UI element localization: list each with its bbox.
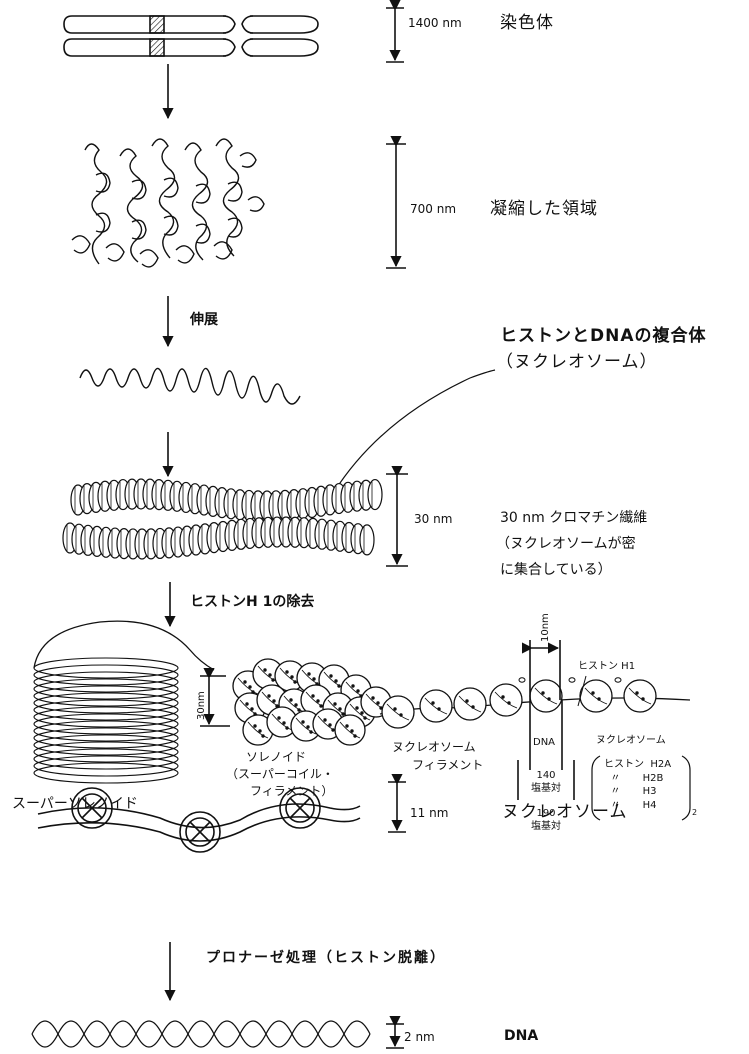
solenoid-label-line1: ソレノイド bbox=[246, 750, 307, 764]
fiber30-label-line1: 30 nm クロマチン繊維 bbox=[500, 510, 648, 526]
supersolenoid-label: スーパーソレノイド bbox=[12, 796, 138, 812]
nucleosome11-label: ヌクレオソーム bbox=[502, 802, 628, 822]
filament-label-line2: フィラメント bbox=[412, 758, 484, 772]
histone-h1-label: ヒストン H1 bbox=[578, 661, 636, 672]
callout-line bbox=[333, 369, 496, 493]
solenoid-label-line2: （スーパーコイル・ bbox=[226, 767, 334, 781]
size-10nm-label: 10nm bbox=[540, 613, 551, 642]
condensed-label: 凝縮した領域 bbox=[490, 199, 598, 219]
nucleosome-filament bbox=[379, 677, 691, 729]
h1-removal-step-label: ヒストンH 1の除去 bbox=[190, 594, 315, 610]
solenoid-label-line3: フィラメント） bbox=[250, 784, 334, 798]
size-30nm-label: 30nm bbox=[196, 691, 207, 720]
extended-fiber bbox=[79, 367, 301, 405]
size-1400-label: 1400 nm bbox=[408, 16, 462, 30]
complex-label-line2: （ヌクレオソーム） bbox=[496, 352, 658, 372]
histone-list: ヒストン H2A 〃 H2B 〃 H3 〃 H4 bbox=[604, 759, 672, 811]
size-bar-1400 bbox=[386, 0, 404, 63]
dna-label: DNA bbox=[533, 737, 556, 748]
size-bar-11 bbox=[388, 773, 406, 833]
chromosome-label: 染色体 bbox=[500, 13, 554, 33]
condensed-loops bbox=[71, 138, 265, 268]
size-2-label: 2 nm bbox=[404, 1030, 435, 1044]
size-11-label: 11 nm bbox=[410, 806, 449, 820]
fiber30-label-line2: （ヌクレオソームが密 bbox=[496, 536, 636, 552]
size-bar-30 bbox=[386, 465, 408, 567]
fiber-30nm bbox=[62, 478, 383, 560]
nucleosome-11nm bbox=[37, 787, 361, 853]
dna-helix bbox=[31, 1020, 371, 1048]
extension-step-label: 伸展 bbox=[190, 312, 218, 328]
pronase-step-label: プロナーゼ処理（ヒストン脱離） bbox=[206, 950, 446, 966]
dna-final-label: DNA bbox=[504, 1028, 539, 1044]
size-bar-2 bbox=[386, 1015, 404, 1049]
chromosome-drawing bbox=[63, 14, 319, 58]
nucleosome-detail-label: ヌクレオソーム bbox=[596, 735, 666, 746]
size-bar-700 bbox=[386, 135, 406, 269]
solenoid-detail bbox=[232, 658, 392, 746]
size-700-label: 700 nm bbox=[410, 202, 457, 216]
size-30-label: 30 nm bbox=[414, 512, 453, 526]
complex-label-line1: ヒストンとDNAの複合体 bbox=[500, 326, 707, 346]
filament-label-line1: ヌクレオソーム bbox=[392, 740, 476, 754]
octamer-subscript: 2 bbox=[692, 808, 698, 817]
fiber30-label-line3: に集合している） bbox=[500, 562, 612, 578]
supersolenoid-coil bbox=[33, 620, 215, 784]
